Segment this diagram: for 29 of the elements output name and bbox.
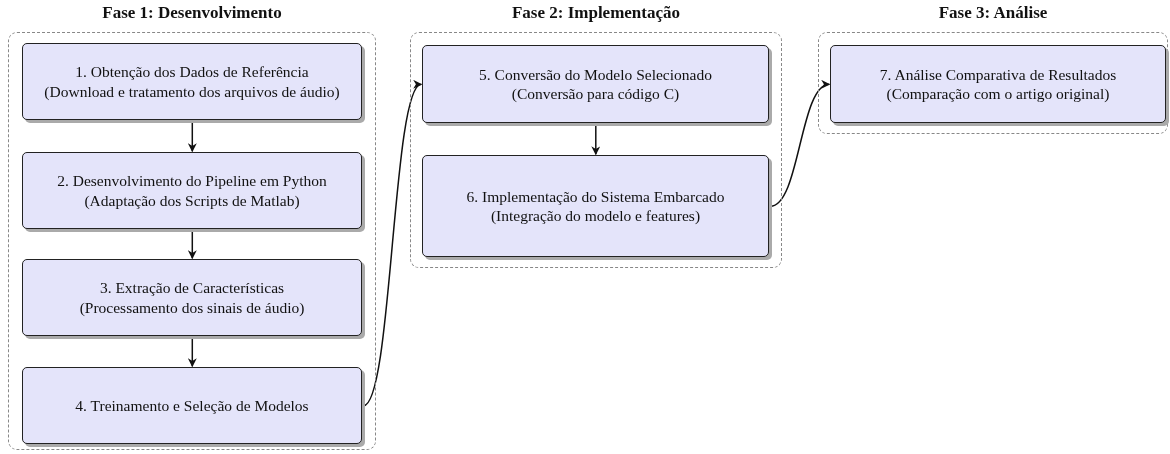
arrow	[769, 82, 831, 208]
step-description: (Processamento dos sinais de áudio)	[79, 297, 305, 317]
step-description: (Adaptação dos Scripts de Matlab)	[84, 190, 300, 210]
step-title: 1. Obtenção dos Dados de Referência	[75, 62, 309, 82]
process-box	[22, 367, 362, 444]
arrow	[591, 123, 601, 156]
step-title: 3. Extração de Características	[99, 278, 285, 298]
process-box	[422, 45, 769, 123]
arrow	[187, 120, 197, 153]
process-box	[22, 43, 362, 120]
arrow	[362, 83, 423, 407]
step-title: 5. Conversão do Modelo Selecionado	[479, 64, 712, 84]
step-description: (Comparação com o artigo original)	[886, 84, 1110, 104]
step-description: (Download e tratamento dos arquivos de áudio)	[44, 81, 340, 101]
phase-title: Fase 2: Implementação	[511, 3, 681, 23]
step-title: 4. Treinamento e Seleção de Modelos	[75, 395, 309, 416]
arrow	[187, 336, 197, 368]
process-box	[22, 259, 362, 336]
process-box	[22, 152, 362, 229]
arrow	[187, 229, 197, 260]
step-description: (Conversão para código C)	[511, 84, 680, 104]
phase-title: Fase 1: Desenvolvimento	[102, 3, 282, 23]
phase-title: Fase 3: Análise	[938, 3, 1048, 23]
step-title: 6. Implementação do Sistema Embarcado	[466, 186, 725, 206]
step-title: 2. Desenvolvimento do Pipeline em Python	[57, 171, 327, 191]
step-title: 7. Análise Comparativa de Resultados	[879, 64, 1117, 84]
process-box	[422, 155, 769, 257]
step-description: (Integração do modelo e features)	[490, 206, 701, 226]
process-box	[830, 45, 1166, 123]
